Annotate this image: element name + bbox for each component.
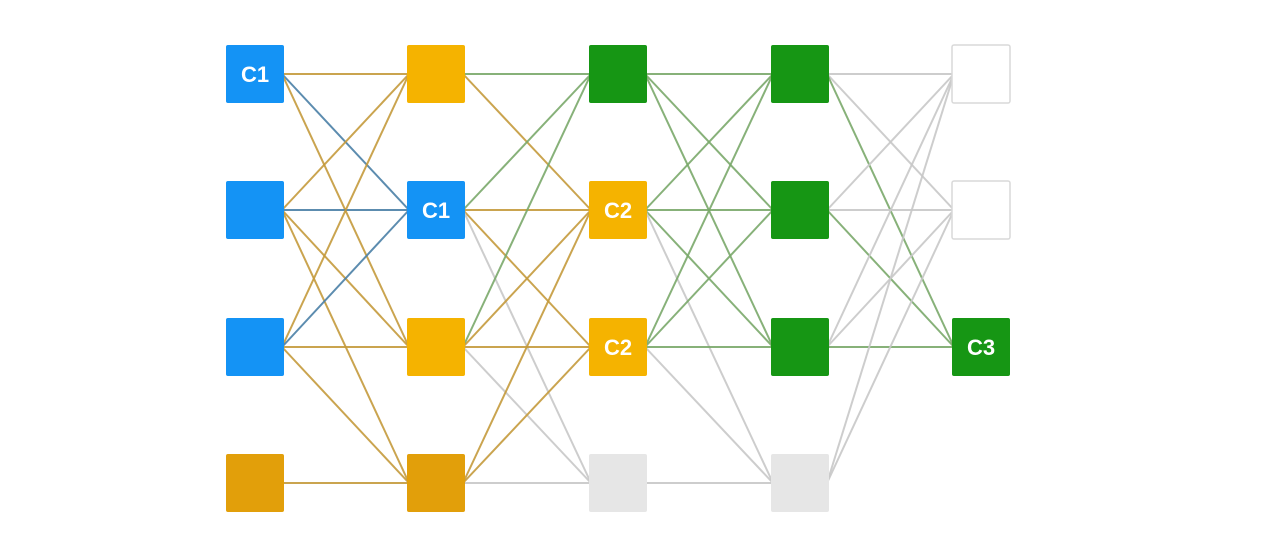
node-n1_2 [407,318,465,376]
edge-n3_1-n4_0 [826,73,955,211]
node-box-n0_2 [226,318,284,376]
node-n1_1: C1 [407,181,465,239]
edge-n2_2-n3_3 [644,346,774,484]
node-box-n2_1 [589,181,647,239]
node-box-n3_2 [771,318,829,376]
node-label-n0_0: C1 [241,62,269,87]
node-label-n4_2: C3 [967,335,995,360]
edges-layer [281,73,955,484]
node-n2_3 [589,454,647,512]
node-box-n0_3 [226,454,284,512]
edge-n1_3-n2_1 [462,209,592,484]
node-label-n2_1: C2 [604,198,632,223]
node-n1_0 [407,45,465,103]
node-box-n3_1 [771,181,829,239]
edge-n2_2-n3_1 [644,209,774,348]
edge-n0_2-n1_3 [281,346,410,484]
node-box-n1_1 [407,181,465,239]
node-n1_3 [407,454,465,512]
node-n4_0 [951,44,1011,104]
edge-n0_2-n1_1 [281,209,410,348]
node-n3_3 [771,454,829,512]
node-box-n2_2 [589,318,647,376]
node-n0_0: C1 [226,45,284,103]
node-n4_2: C3 [952,318,1010,376]
node-label-n2_2: C2 [604,335,632,360]
node-box-n3_3 [771,454,829,512]
edge-n1_2-n2_1 [462,209,592,348]
edge-n0_1-n1_0 [281,73,410,211]
node-box-n0_1 [226,181,284,239]
node-n3_0 [771,45,829,103]
node-n0_2 [226,318,284,376]
node-box-n1_3 [407,454,465,512]
node-n2_1: C2 [589,181,647,239]
node-n2_0 [589,45,647,103]
node-box-n4_0 [951,44,1011,104]
node-box-n4_1 [951,180,1011,240]
edge-n3_3-n4_0 [826,73,955,484]
edge-n1_1-n2_0 [462,73,592,211]
node-label-n1_1: C1 [422,198,450,223]
edge-n3_2-n4_0 [826,73,955,348]
node-box-n2_0 [589,45,647,103]
node-n3_2 [771,318,829,376]
node-n2_2: C2 [589,318,647,376]
node-n0_1 [226,181,284,239]
edge-n0_2-n1_0 [281,73,410,348]
node-n0_3 [226,454,284,512]
node-box-n1_0 [407,45,465,103]
edge-n3_3-n4_1 [826,209,955,484]
node-box-n1_2 [407,318,465,376]
edge-n2_2-n3_0 [644,73,774,348]
node-box-n2_3 [589,454,647,512]
node-n4_1 [951,180,1011,240]
node-n3_1 [771,181,829,239]
edge-n1_2-n2_0 [462,73,592,348]
node-box-n0_0 [226,45,284,103]
edge-n1_3-n2_2 [462,346,592,484]
node-box-n4_2 [952,318,1010,376]
edge-n2_1-n3_0 [644,73,774,211]
node-box-n3_0 [771,45,829,103]
